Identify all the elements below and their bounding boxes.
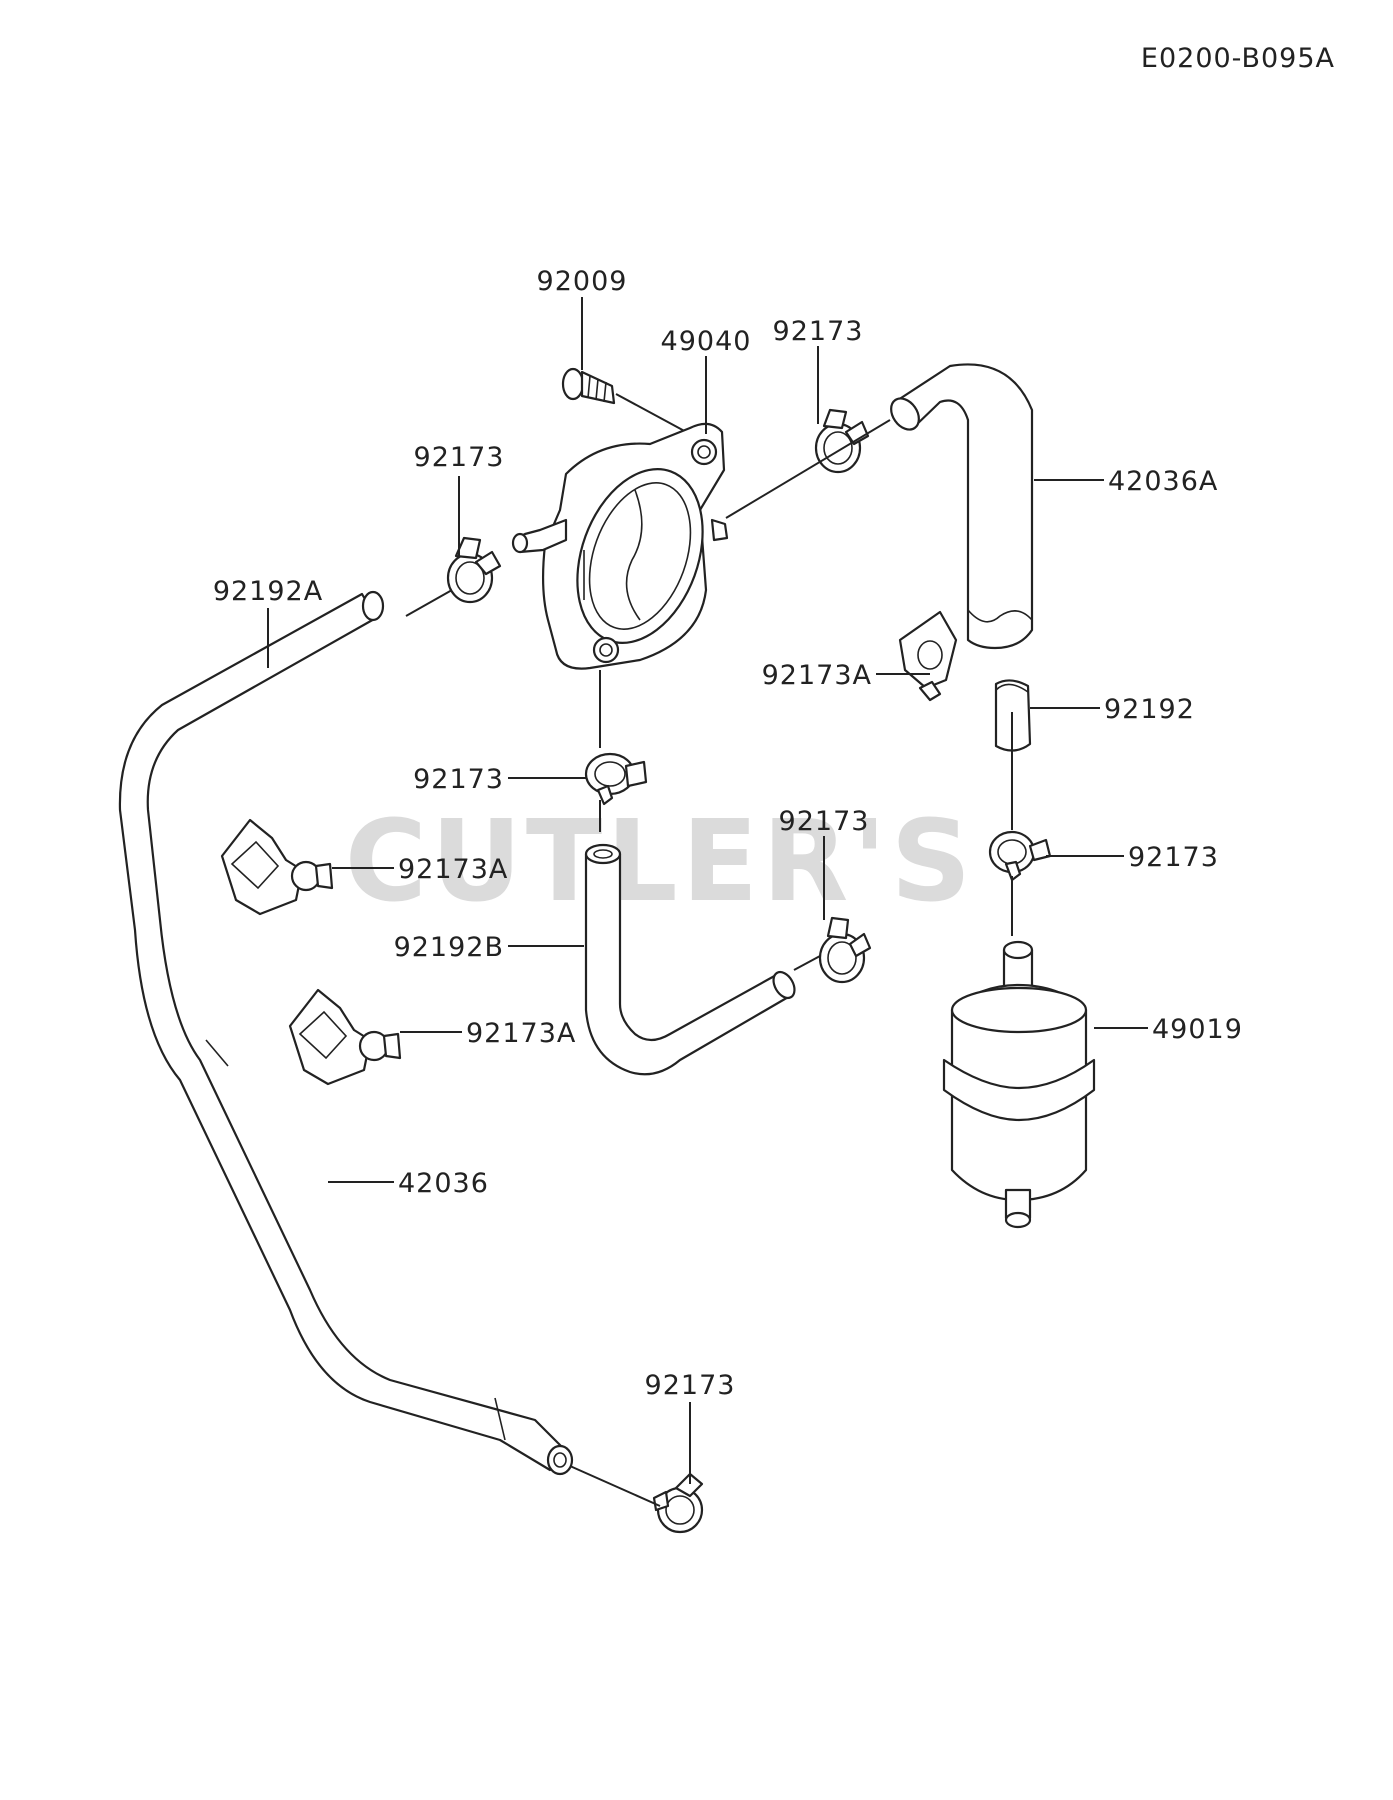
label-49040: 49040: [661, 326, 752, 357]
label-92173A-left2: 92173A: [466, 1018, 576, 1049]
hose-42036A: [890, 363, 1034, 650]
diagram-reference: E0200-B095A: [1141, 43, 1335, 74]
leader-lines: [267, 297, 1148, 1507]
bolt-92009: [561, 367, 691, 435]
label-49019: 49019: [1152, 1014, 1243, 1045]
label-92192B: 92192B: [394, 932, 504, 963]
clamp-92173-lowmid: [818, 916, 872, 984]
hose-92192B: [584, 843, 796, 1076]
clamp-92173A-left2: [288, 988, 402, 1086]
label-92173-right: 92173: [1128, 842, 1219, 873]
label-92173A-mid: 92173A: [762, 660, 872, 691]
clamp-92173A-left1: [220, 818, 334, 916]
label-42036: 42036: [398, 1168, 489, 1199]
label-92192A: 92192A: [213, 576, 323, 607]
label-92173A-left1: 92173A: [398, 854, 508, 885]
clamp-92173A-mid: [898, 610, 958, 702]
clamp-92173-right: [988, 830, 1052, 882]
clamp-92173-left: [446, 536, 502, 604]
fuel-filter-49019: [942, 940, 1096, 1229]
clamp-92173-bottom: [652, 1472, 704, 1534]
watermark-text: CUTLER'S: [345, 797, 976, 927]
label-92173-lowmid: 92173: [779, 806, 870, 837]
hose-42036: [118, 590, 574, 1476]
label-92173-top: 92173: [773, 316, 864, 347]
label-42036A: 42036A: [1108, 466, 1218, 497]
label-92173-left: 92173: [414, 442, 505, 473]
label-92173-center: 92173: [413, 764, 504, 795]
label-92009: 92009: [537, 266, 628, 297]
label-92173-bottom: 92173: [645, 1370, 736, 1401]
label-92192: 92192: [1104, 694, 1195, 725]
clamp-92173-center: [584, 752, 648, 806]
clamp-92173-top: [814, 408, 870, 474]
fuel-pump-49040: [511, 422, 729, 670]
